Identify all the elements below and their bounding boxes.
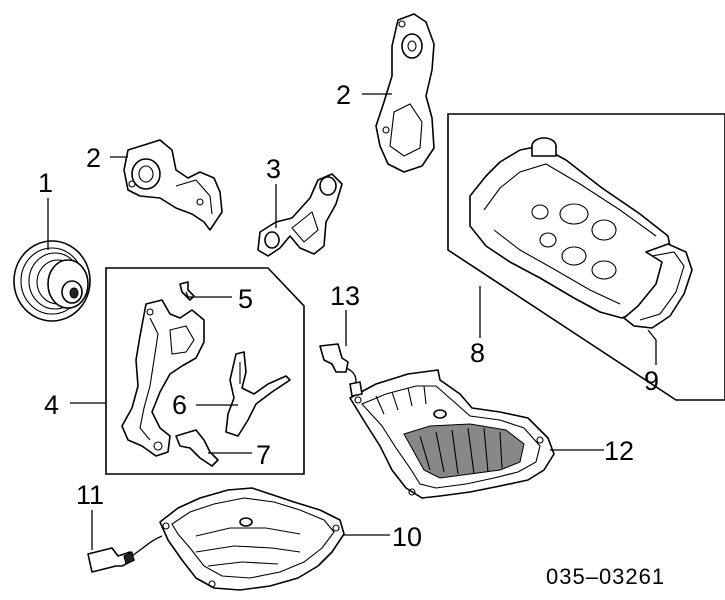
callout-3: 3 <box>266 154 281 184</box>
leader-lines <box>47 93 657 550</box>
retaining-clip <box>179 281 195 301</box>
callout-5: 5 <box>238 284 253 314</box>
callout-8: 8 <box>470 338 485 368</box>
callout-9: 9 <box>644 366 659 396</box>
timing-cover-upper <box>375 13 435 173</box>
crankshaft-pulley <box>13 240 91 322</box>
valve-cover <box>469 137 673 319</box>
callout-labels: 1 2 2 3 4 5 6 7 8 9 10 11 12 13 <box>38 80 659 552</box>
callout-12: 12 <box>604 436 634 466</box>
gasket-kit-box <box>105 267 305 475</box>
callout-4: 4 <box>44 390 59 420</box>
valve-cover-box <box>447 113 725 401</box>
callout-13: 13 <box>330 281 360 311</box>
oil-level-sensor <box>319 343 363 397</box>
callout-10: 10 <box>392 522 422 552</box>
oil-pan-lower <box>159 487 345 591</box>
callout-2-left: 2 <box>86 143 101 173</box>
valve-cover-gasket <box>623 243 693 329</box>
callout-1: 1 <box>38 168 53 198</box>
callout-2-top: 2 <box>336 80 351 110</box>
small-seal <box>175 429 219 467</box>
cover-seal <box>225 351 291 437</box>
oil-pan-upper <box>349 369 555 499</box>
callout-6: 6 <box>172 390 187 420</box>
timing-cover-lower <box>123 139 223 231</box>
diagram-code: 035–03261 <box>546 564 665 589</box>
front-cover-gasket <box>121 299 205 457</box>
mounting-bracket <box>257 173 343 257</box>
callout-7: 7 <box>256 440 271 470</box>
oil-sensor-lower <box>87 535 163 573</box>
callout-11: 11 <box>76 480 104 510</box>
